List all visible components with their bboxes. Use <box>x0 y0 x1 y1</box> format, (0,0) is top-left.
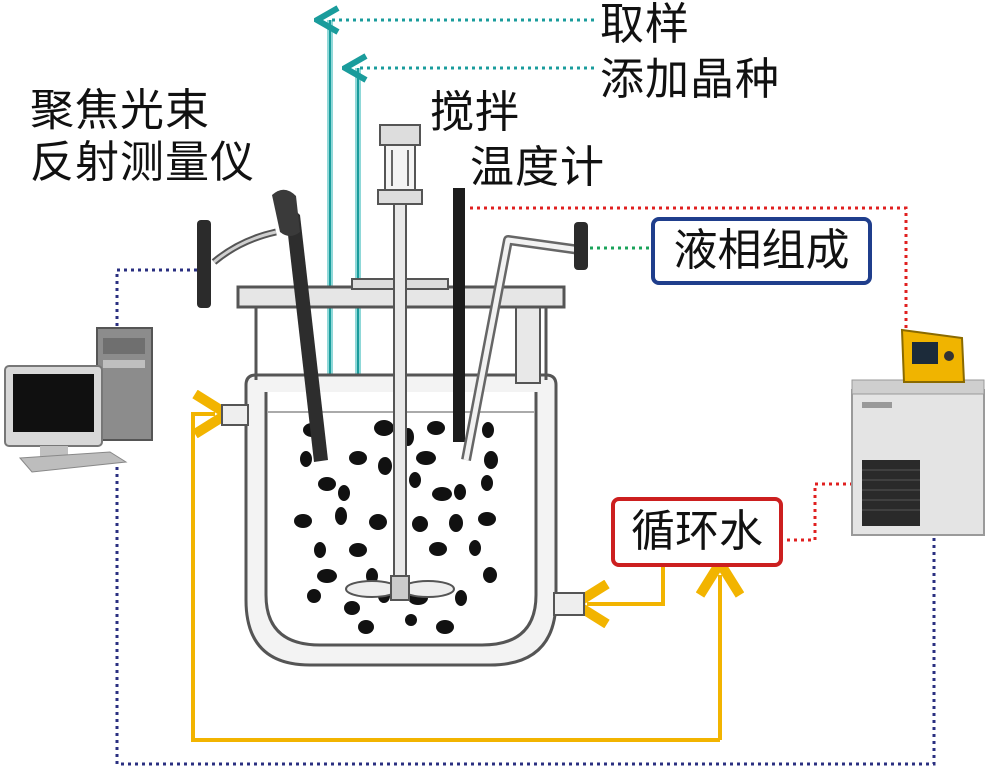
sampling-label: 取样 <box>600 0 690 50</box>
fbrm-label-line2: 反射测量仪 <box>30 137 255 188</box>
liquid-composition-box: 液相组成 <box>651 217 872 285</box>
fbrm-label-line1: 聚焦光束 <box>30 85 210 136</box>
fbrm-probe <box>197 189 328 462</box>
liquid-composition-probe <box>461 222 588 461</box>
stirrer <box>345 124 455 601</box>
temperature-link-lines <box>470 206 908 542</box>
circulating-water-box: 循环水 <box>611 497 783 567</box>
thermometer-label: 温度计 <box>470 142 605 193</box>
circulating-water-loop <box>191 414 720 742</box>
data-link-lines <box>115 268 936 766</box>
thermostat-icon <box>851 328 985 536</box>
stirring-label: 搅拌 <box>430 87 520 138</box>
thermometer-probe <box>453 188 465 442</box>
seeding-label: 添加晶种 <box>600 54 780 105</box>
computer-icon <box>4 327 153 473</box>
